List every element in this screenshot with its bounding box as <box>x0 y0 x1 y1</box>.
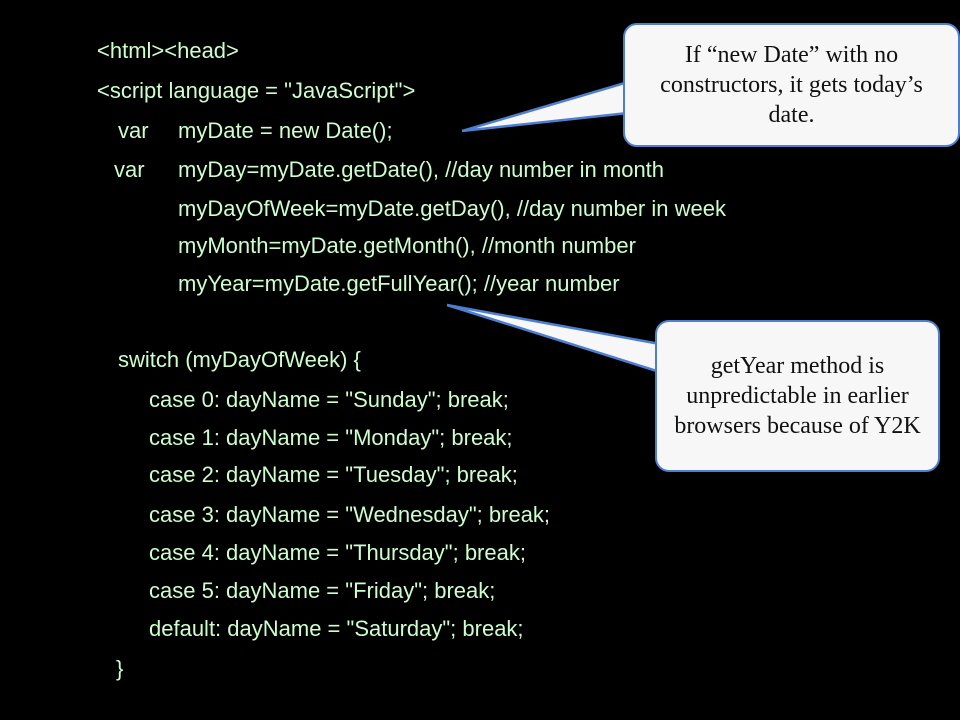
code-line-html-head: <html><head> <box>97 38 239 63</box>
callout-pointer-new-date <box>461 80 630 133</box>
callout-get-year: getYear method is unpredictable in earli… <box>655 320 940 472</box>
callout-pointer-get-year <box>446 303 662 374</box>
callout-get-year-text: getYear method is unpredictable in earli… <box>674 353 921 439</box>
code-line-closing-brace: } <box>116 656 124 681</box>
code-keyword-var-2: var <box>114 157 145 182</box>
code-line-case-2: case 2: dayName = "Tuesday"; break; <box>149 462 518 487</box>
code-line-myday: myDay=myDate.getDate(), //day number in … <box>178 157 665 182</box>
callout-new-date: If “new Date” with no constructors, it g… <box>623 23 960 147</box>
code-line-case-1: case 1: dayName = "Monday"; break; <box>149 425 513 450</box>
code-line-mydate: myDate = new Date(); <box>178 118 393 143</box>
code-line-case-4: case 4: dayName = "Thursday"; break; <box>149 540 526 565</box>
code-line-switch: switch (myDayOfWeek) { <box>118 347 361 372</box>
code-line-default: default: dayName = "Saturday"; break; <box>149 616 524 641</box>
callout-new-date-text: If “new Date” with no constructors, it g… <box>660 42 923 128</box>
code-keyword-var-1: var <box>118 118 149 143</box>
code-line-mydayofweek: myDayOfWeek=myDate.getDay(), //day numbe… <box>178 196 726 221</box>
code-line-myyear: myYear=myDate.getFullYear(); //year numb… <box>178 271 620 296</box>
code-line-case-5: case 5: dayName = "Friday"; break; <box>149 578 496 603</box>
code-line-script-tag: <script language = "JavaScript"> <box>97 78 416 103</box>
code-line-mymonth: myMonth=myDate.getMonth(), //month numbe… <box>178 233 636 258</box>
code-line-case-3: case 3: dayName = "Wednesday"; break; <box>149 502 551 527</box>
code-line-case-0: case 0: dayName = "Sunday"; break; <box>149 387 509 412</box>
